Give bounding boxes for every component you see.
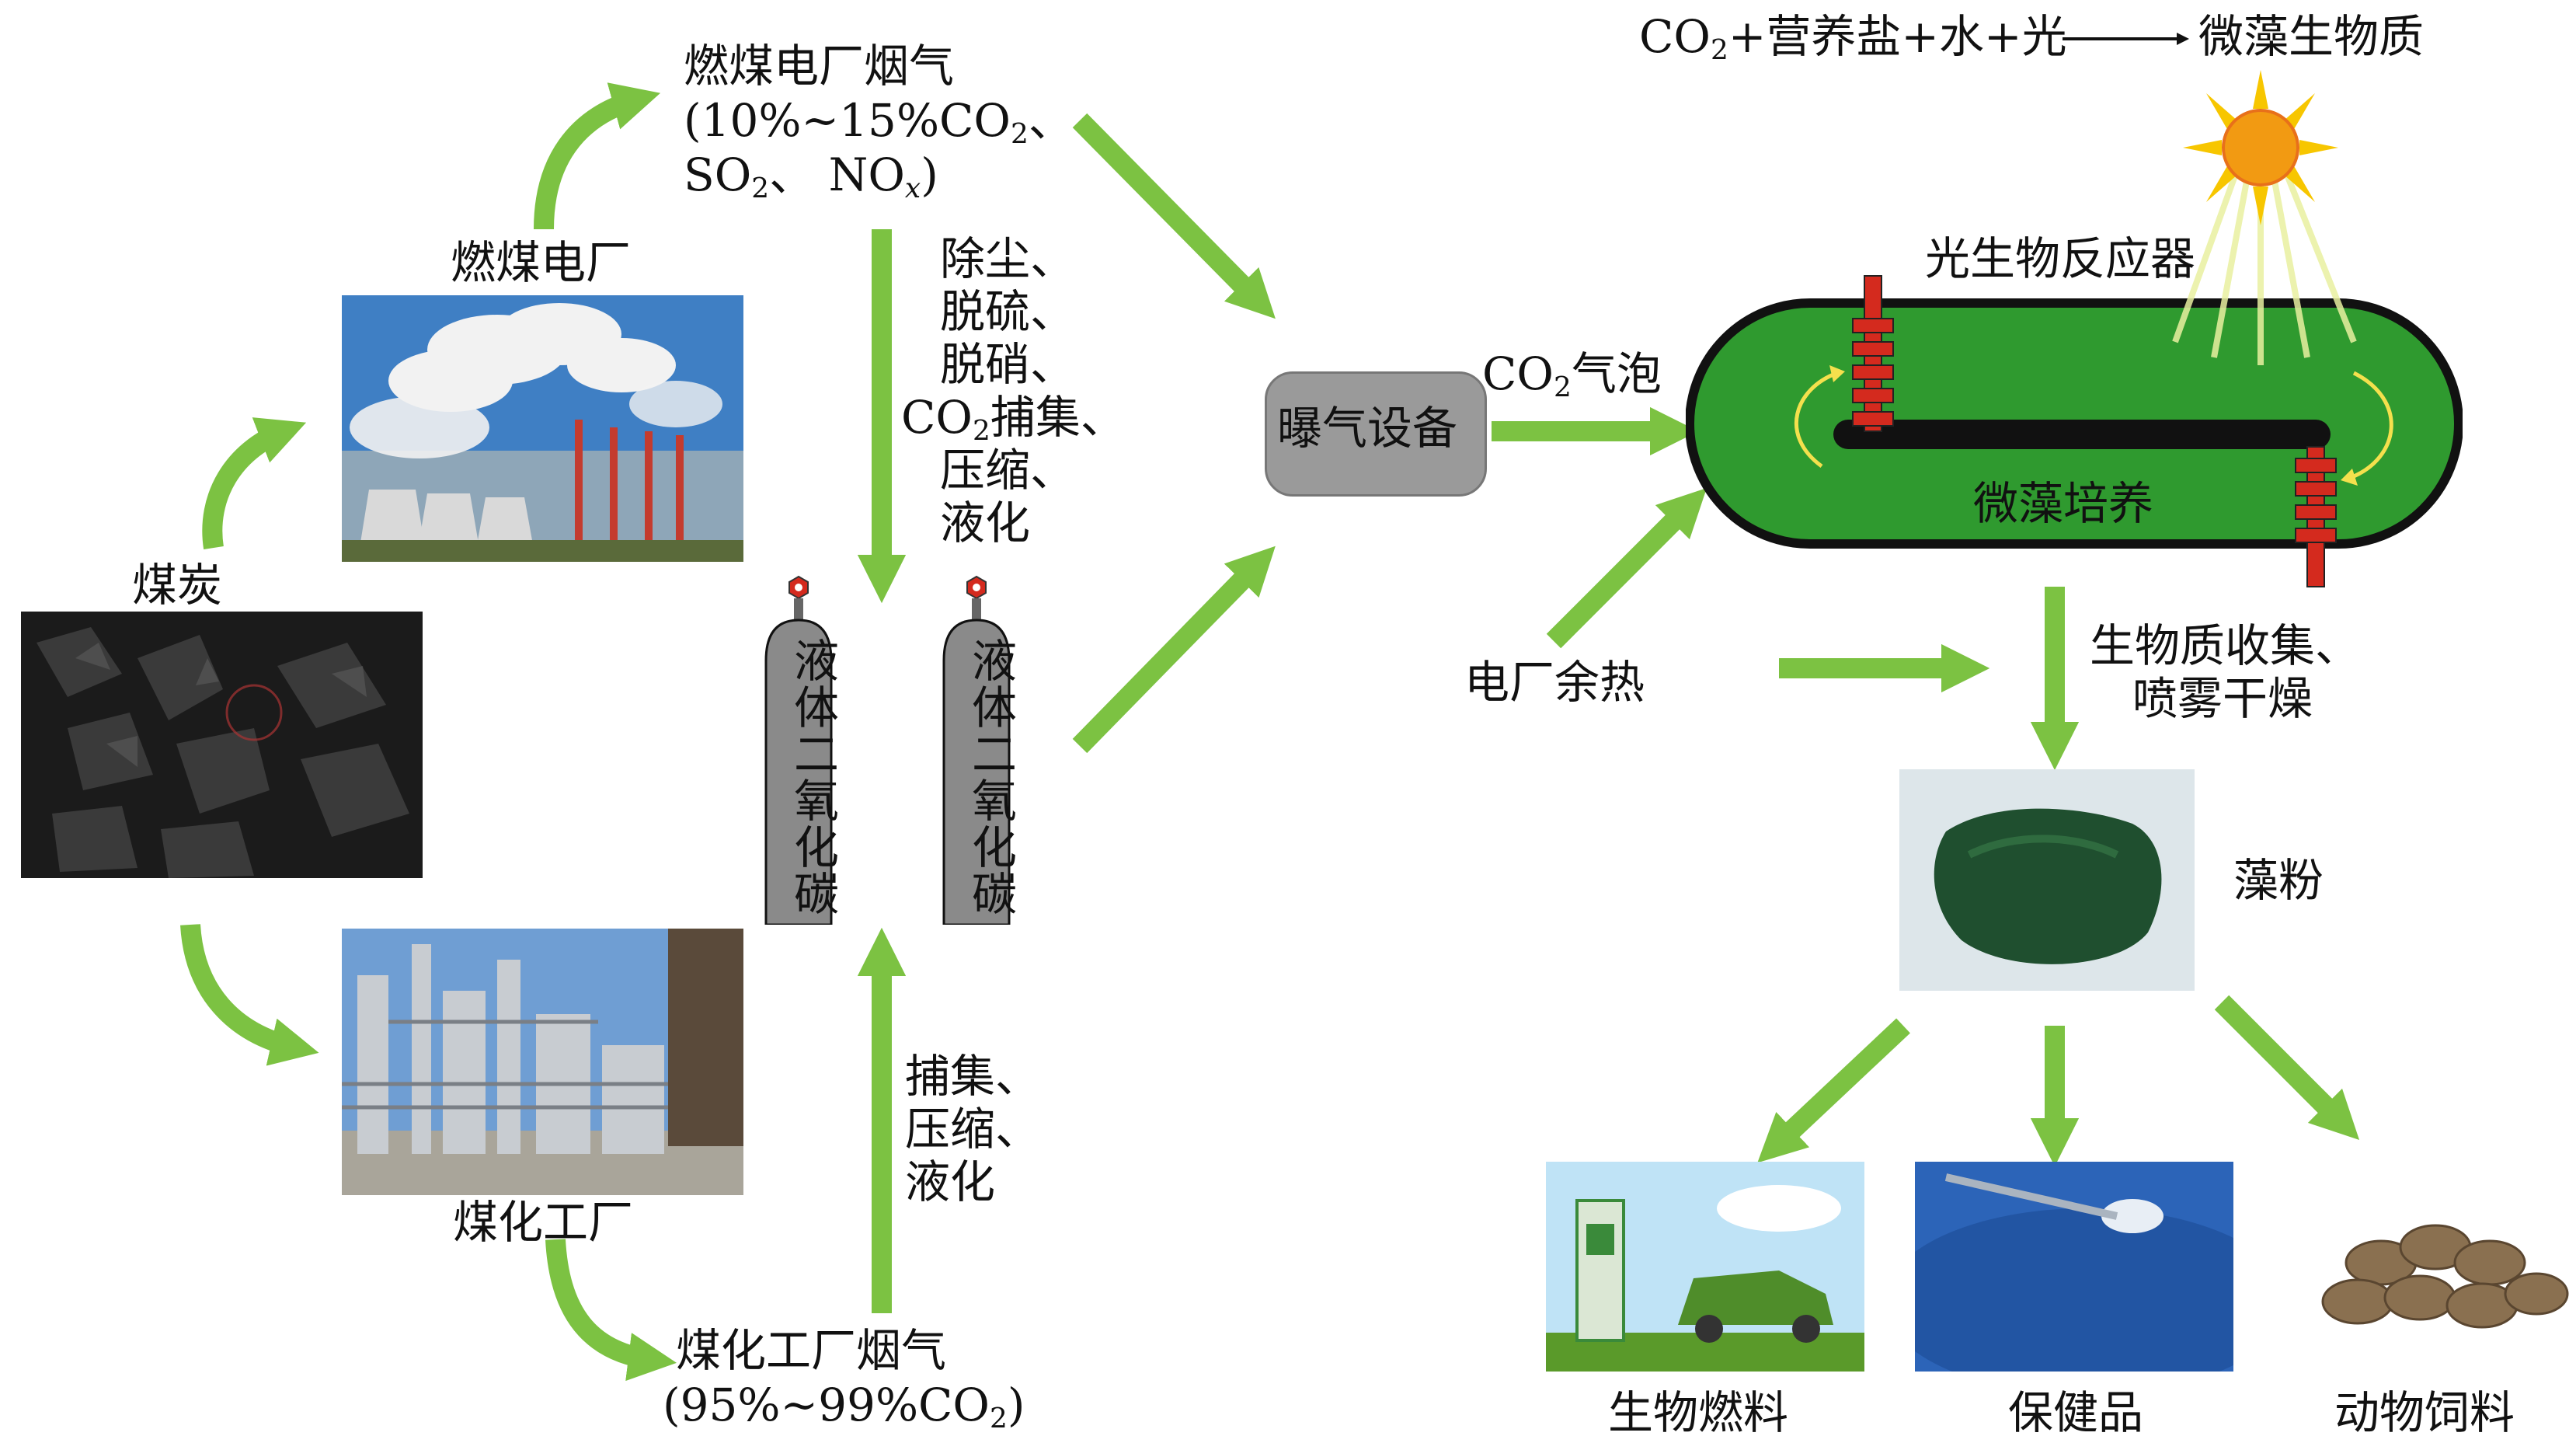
power-flue-line3: SO2、 NOx) bbox=[684, 149, 938, 204]
process-bottom-1: 捕集、 bbox=[905, 1051, 1040, 1103]
process-top-6: 液化 bbox=[940, 497, 1030, 549]
co2-tank-2-label: 液体二氧化碳 bbox=[938, 633, 1015, 921]
chem-plant-label: 煤化工厂 bbox=[453, 1197, 633, 1249]
process-bottom-3: 液化 bbox=[905, 1156, 995, 1208]
process-top-4: CO2捕集、 bbox=[901, 392, 1126, 447]
health-label: 保健品 bbox=[2008, 1387, 2143, 1439]
process-top-3: 脱硝、 bbox=[940, 339, 1075, 391]
process-top-1: 除尘、 bbox=[940, 233, 1075, 285]
arrow-chem-to-flue bbox=[555, 1239, 653, 1360]
culture-label: 微藻培养 bbox=[1973, 478, 2153, 530]
waste-heat-label: 电厂余热 bbox=[1464, 657, 1645, 709]
power-flue-line2: (10%~15%CO2、 bbox=[684, 95, 1074, 150]
equation-result: 微藻生物质 bbox=[2198, 11, 2424, 63]
process-top-5: 压缩、 bbox=[940, 444, 1075, 497]
algae-powder-label: 藻粉 bbox=[2233, 855, 2324, 907]
coal-photo bbox=[21, 612, 423, 878]
arrow-powder-to-feed bbox=[2222, 1002, 2342, 1123]
power-plant-label: 燃煤电厂 bbox=[451, 237, 631, 289]
equation-left: CO2+营养盐+水+光 bbox=[1639, 11, 2067, 66]
aeration-label: 曝气设备 bbox=[1277, 403, 1457, 455]
biofuel-photo bbox=[1546, 1162, 1864, 1372]
arrow-coal-to-chem bbox=[190, 925, 295, 1047]
chem-flue-line2: (95%~99%CO2) bbox=[663, 1379, 1025, 1434]
arrow-flue-to-aeration bbox=[1080, 120, 1258, 301]
process-top-2: 脱硫、 bbox=[940, 286, 1075, 338]
power-flue-line1: 燃煤电厂烟气 bbox=[684, 40, 954, 92]
feed-label: 动物饲料 bbox=[2334, 1387, 2515, 1439]
process-bottom-2: 压缩、 bbox=[905, 1103, 1040, 1155]
arrow-tank-to-aeration bbox=[1080, 563, 1258, 746]
chem-plant-photo bbox=[342, 929, 743, 1195]
co2-bubble-label: CO2气泡 bbox=[1482, 348, 1662, 403]
algae-powder-photo bbox=[1899, 769, 2195, 991]
co2-tank-1-label: 液体二氧化碳 bbox=[760, 633, 837, 921]
health-photo bbox=[1915, 1162, 2233, 1372]
biofuel-label: 生物燃料 bbox=[1608, 1387, 1788, 1439]
arrow-coal-to-power bbox=[212, 431, 284, 548]
arrow-powder-to-biofuel bbox=[1775, 1026, 1903, 1146]
arrow-heat-to-reactor bbox=[1554, 505, 1690, 641]
coal-label: 煤炭 bbox=[132, 559, 222, 612]
chem-flue-line1: 煤化工厂烟气 bbox=[676, 1325, 946, 1377]
sun-icon bbox=[2129, 62, 2408, 404]
harvest-line2: 喷雾干燥 bbox=[2132, 673, 2313, 725]
arrow-power-to-flue bbox=[544, 99, 637, 229]
power-plant-photo bbox=[342, 295, 743, 562]
feed-photo bbox=[2288, 1162, 2575, 1372]
harvest-line1: 生物质收集、 bbox=[2090, 620, 2360, 672]
